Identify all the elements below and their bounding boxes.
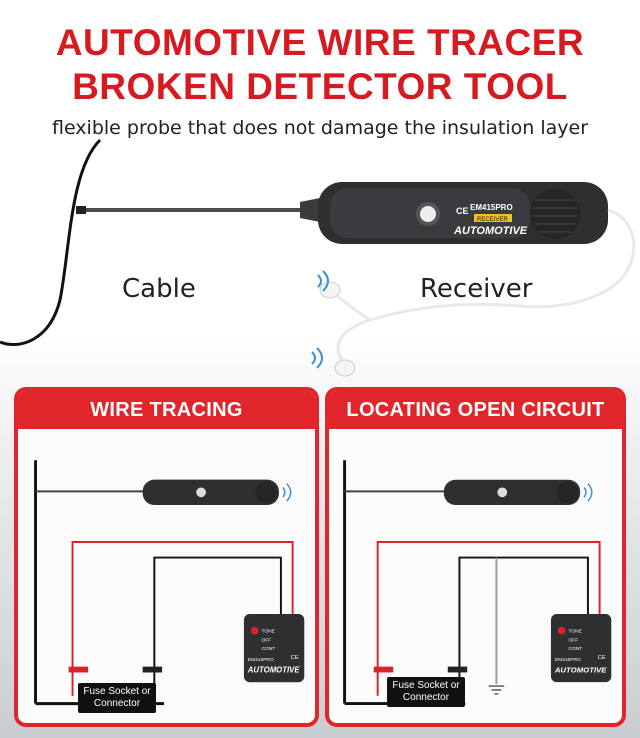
sound-wave-icon	[311, 270, 329, 369]
fuse-label-line2: Connector	[402, 692, 450, 703]
ground-icon	[488, 685, 505, 695]
wire-tracing-diagram: TONE OFF CONT EM415PRO CE AUTOMOTIVE	[34, 460, 305, 706]
svg-text:EM415PRO: EM415PRO	[555, 657, 581, 663]
receiver-model: EM415PRO	[470, 203, 513, 212]
sound-wave-icon	[583, 483, 593, 502]
svg-text:CE: CE	[291, 655, 299, 661]
panel-locating-open-circuit: LOCATING OPEN CIRCUIT TONE OFF CONT EM41…	[325, 387, 626, 727]
subtitle: flexible probe that does not damage the …	[51, 117, 589, 139]
transmitter-device: TONE OFF CONT EM415PRO CE AUTOMOTIVE	[243, 614, 305, 683]
svg-text:CONT: CONT	[568, 646, 582, 652]
receiver-small	[443, 479, 581, 506]
receiver-label: Receiver	[420, 274, 533, 304]
receiver-device: CE EM415PRO RECEIVER AUTOMOTIVE	[318, 182, 608, 244]
svg-text:CE: CE	[598, 655, 606, 661]
black-cable	[0, 138, 102, 347]
title-line-2: BROKEN DETECTOR TOOL	[72, 66, 568, 107]
receiver-brand: AUTOMOTIVE	[453, 225, 528, 237]
transmitter-device: TONE OFF CONT EM415PRO CE AUTOMOTIVE	[550, 614, 612, 683]
svg-text:TONE: TONE	[261, 629, 275, 635]
hero-illustration: CE EM415PRO RECEIVER AUTOMOTIVE	[0, 138, 636, 377]
svg-text:OFF: OFF	[568, 637, 578, 643]
receiver-ce-mark: CE	[456, 206, 469, 216]
svg-text:CONT: CONT	[261, 646, 275, 652]
svg-text:EM415PRO: EM415PRO	[248, 657, 274, 663]
svg-text:TONE: TONE	[568, 629, 582, 635]
title-line-1: AUTOMOTIVE WIRE TRACER	[55, 22, 585, 63]
svg-text:OFF: OFF	[261, 637, 271, 643]
fuse-label-line1: Fuse Socket or	[392, 680, 460, 691]
receiver-small	[142, 479, 279, 505]
cable-label: Cable	[122, 274, 196, 304]
earbud-top	[319, 281, 341, 299]
open-circuit-diagram: TONE OFF CONT EM415PRO CE AUTOMOTIVE	[343, 460, 612, 706]
receiver-tag: RECEIVER	[477, 217, 508, 223]
fuse-socket-label: Fuse Socket or Connector	[78, 683, 156, 713]
fuse-socket-label: Fuse Socket or Connector	[387, 677, 465, 707]
panel-title: LOCATING OPEN CIRCUIT	[329, 391, 622, 429]
earbud-bottom	[334, 359, 356, 377]
svg-text:AUTOMOTIVE: AUTOMOTIVE	[554, 665, 607, 674]
sound-wave-icon	[282, 483, 292, 502]
panel-wire-tracing: WIRE TRACING TONE OFF CONT EM415PRO CE A…	[14, 387, 319, 727]
panel-title: WIRE TRACING	[18, 391, 315, 429]
svg-text:AUTOMOTIVE: AUTOMOTIVE	[247, 665, 301, 674]
fuse-label-line2: Connector	[93, 698, 141, 709]
fuse-label-line1: Fuse Socket or	[83, 686, 151, 697]
